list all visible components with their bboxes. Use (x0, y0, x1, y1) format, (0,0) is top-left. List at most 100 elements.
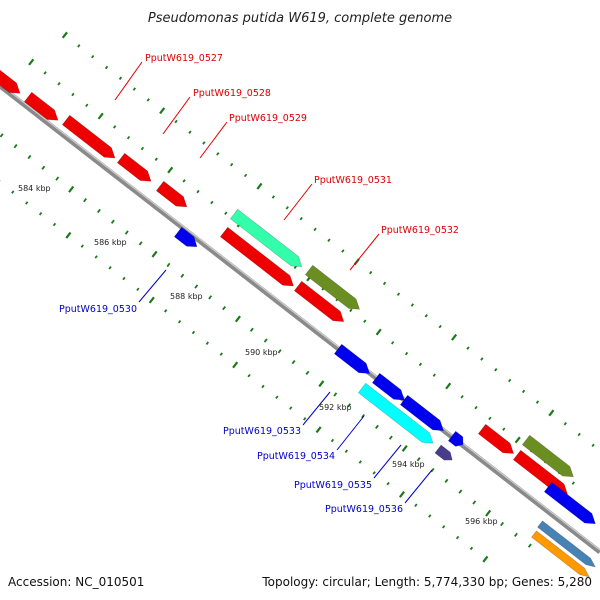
tick-mark (13, 144, 18, 149)
leader-line-0530 (138, 269, 167, 303)
tick-mark (414, 503, 418, 507)
tick-mark (210, 200, 214, 205)
tick-mark (458, 489, 463, 494)
tick-mark (80, 244, 84, 248)
tick-mark (388, 435, 393, 440)
tick-mark (263, 338, 268, 343)
gene-label-0527[interactable]: PputW619_0527 (145, 53, 223, 64)
tick-mark (164, 309, 168, 313)
gene-label-0529[interactable]: PputW619_0529 (229, 113, 307, 124)
gene-feature-blue-0533[interactable] (333, 343, 373, 378)
kbp-label-584: 584 kbp (18, 184, 51, 193)
tick-mark (318, 380, 325, 388)
gene-feature-red-0531[interactable] (219, 226, 297, 290)
tick-mark (224, 211, 228, 215)
tick-mark (289, 406, 293, 410)
tick-mark (514, 532, 518, 537)
tick-mark (485, 509, 492, 517)
gene-label-0535[interactable]: PputW619_0535 (294, 480, 372, 491)
gene-label-0530[interactable]: PputW619_0530 (59, 304, 137, 315)
gene-feature-blue-0533b[interactable] (371, 372, 408, 405)
kbp-label-594: 594 kbp (392, 460, 425, 469)
gene-feature-red-0526[interactable] (0, 64, 24, 98)
gene-feature-orange-far[interactable] (531, 530, 592, 580)
tick-mark (500, 521, 504, 527)
tick-mark (361, 413, 365, 419)
genome-backbone (0, 84, 600, 554)
tick-mark (234, 315, 241, 323)
leader-line-0534 (336, 415, 365, 451)
gene-features (0, 64, 599, 580)
tick-mark (52, 222, 57, 227)
tick-mark (57, 81, 61, 86)
tick-mark (83, 198, 87, 203)
kbp-label-592: 592 kbp (319, 403, 352, 412)
tick-mark (330, 438, 335, 443)
tick-mark (455, 535, 460, 540)
tick-mark (358, 460, 362, 464)
kbp-label-586: 586 kbp (94, 238, 127, 247)
gene-feature-blue-0530[interactable] (173, 226, 200, 251)
leader-line-0532 (349, 233, 380, 271)
gene-feature-purple-0536[interactable] (434, 444, 455, 464)
gene-feature-red-0528[interactable] (116, 152, 154, 186)
tick-mark (469, 546, 474, 551)
gene-feature-olive-far[interactable] (521, 434, 577, 481)
tick-mark (571, 481, 575, 485)
tick-mark (146, 98, 150, 102)
tick-mark (43, 71, 47, 75)
tick-mark (341, 249, 345, 253)
gene-feature-red-0532[interactable] (293, 280, 347, 326)
tick-mark (55, 176, 60, 181)
tick-mark (472, 500, 477, 505)
tick-mark (442, 525, 446, 529)
tick-mark (159, 107, 166, 115)
tick-mark (344, 449, 349, 453)
gene-feature-mint-0531[interactable] (229, 208, 305, 271)
gene-feature-blue-far[interactable] (543, 481, 599, 528)
tick-mark (315, 426, 322, 434)
tick-mark (188, 130, 192, 134)
tick-mark (167, 166, 174, 174)
gene-label-0534[interactable]: PputW619_0534 (257, 451, 335, 462)
gene-feature-red-0529[interactable] (155, 180, 190, 211)
gene-feature-steel-far[interactable] (537, 520, 598, 570)
tick-mark (261, 384, 265, 389)
gene-feature-red-0527[interactable] (23, 91, 61, 125)
tick-mark (151, 250, 158, 258)
tick-mark (108, 265, 112, 270)
tick-mark (208, 295, 213, 300)
gene-feature-blue-0534[interactable] (399, 394, 447, 435)
tick-mark (271, 195, 275, 199)
genome-backbone-highlight (0, 83, 600, 551)
tick-mark (148, 296, 155, 304)
gene-label-0533[interactable]: PputW619_0533 (223, 426, 301, 437)
tick-mark (61, 31, 68, 39)
gene-feature-red-0527b[interactable] (61, 114, 118, 163)
gene-feature-olive-0532[interactable] (304, 264, 363, 314)
tick-mark (375, 328, 382, 336)
tick-mark (508, 378, 512, 383)
gene-label-0536[interactable]: PputW619_0536 (325, 504, 403, 515)
tick-mark (277, 349, 282, 354)
tick-mark (410, 303, 414, 307)
gene-label-0528[interactable]: PputW619_0528 (193, 88, 271, 99)
gene-feature-red-far-1[interactable] (477, 423, 517, 458)
kbp-label-588: 588 kbp (170, 292, 203, 301)
tick-mark (65, 231, 72, 239)
gene-feature-cyan-0534[interactable] (357, 382, 436, 448)
tick-mark (474, 405, 478, 410)
tick-mark (466, 346, 470, 350)
tick-mark (136, 287, 140, 292)
kbp-label-590: 590 kbp (245, 348, 278, 357)
gene-feature-blue-0535[interactable] (447, 430, 466, 449)
tick-mark (363, 319, 367, 323)
tick-mark (514, 436, 521, 444)
tick-mark (94, 255, 98, 259)
tick-mark (444, 478, 449, 483)
tick-mark (205, 341, 210, 346)
gene-label-0532[interactable]: PputW619_0532 (381, 225, 459, 236)
gene-label-0531[interactable]: PputW619_0531 (314, 175, 392, 186)
tick-mark (256, 182, 263, 190)
